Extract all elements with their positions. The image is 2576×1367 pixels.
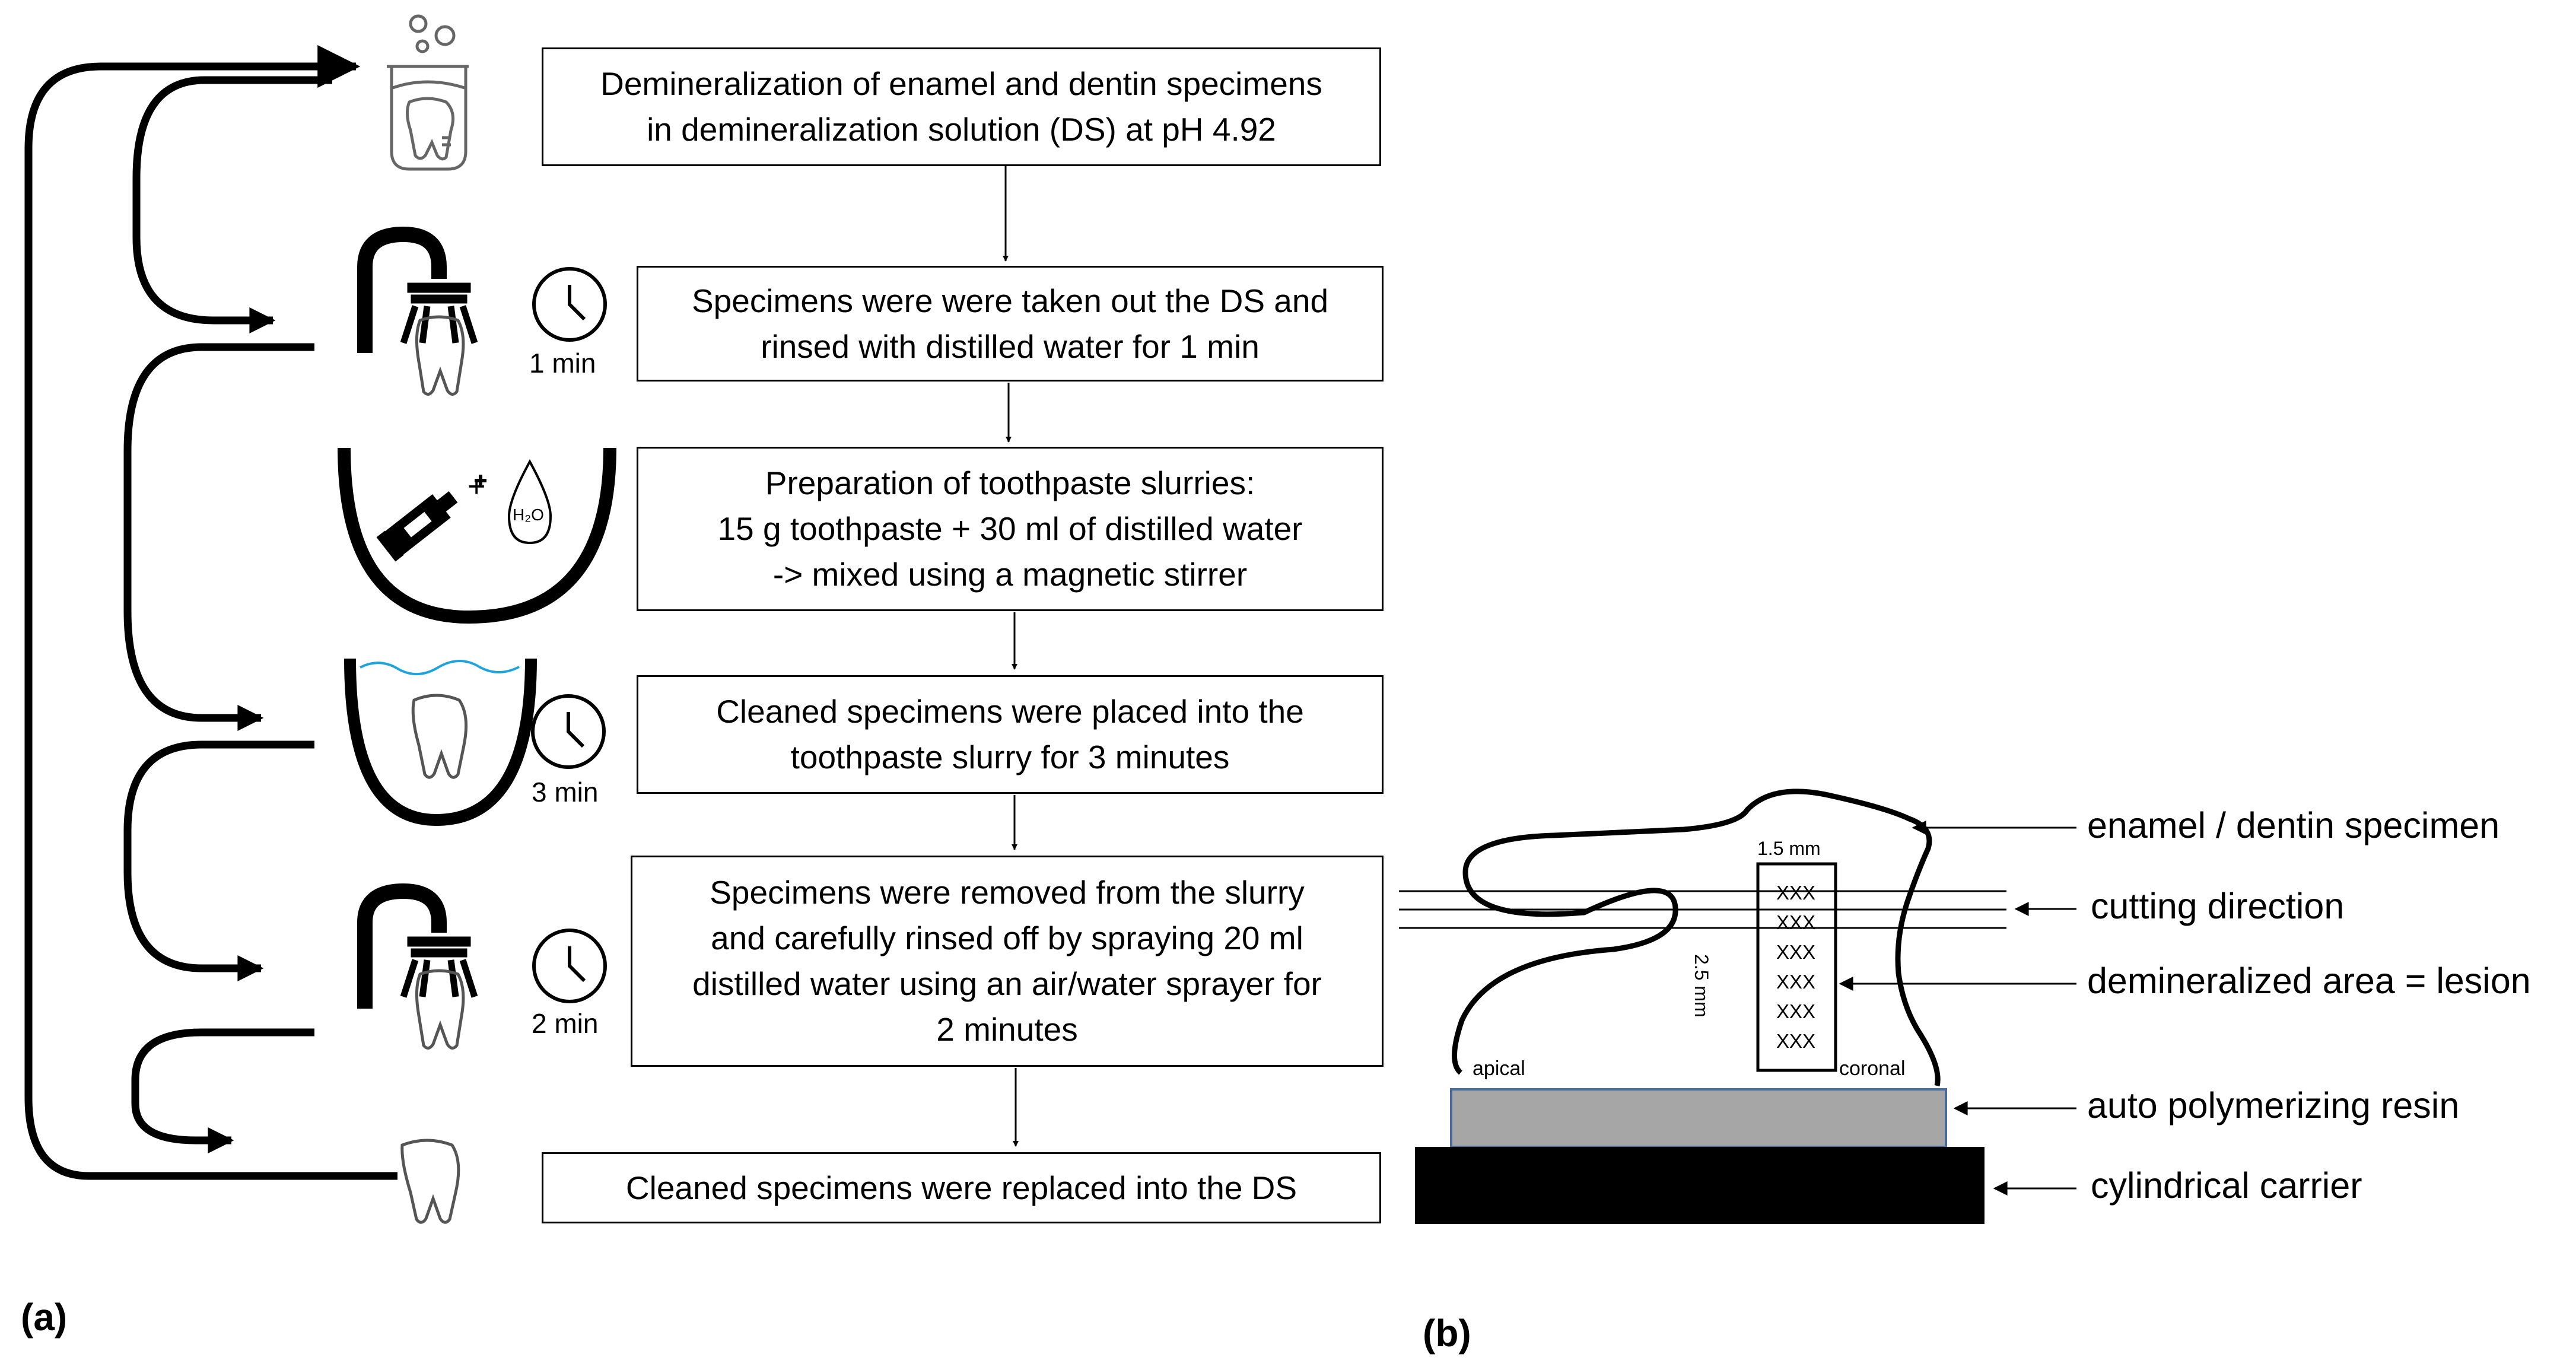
cutting-lines — [1399, 890, 2006, 929]
step-line: Demineralization of enamel and dentin sp… — [600, 65, 1322, 102]
tooth-icon — [400, 1139, 460, 1224]
coronal-label: coronal — [1839, 1057, 1906, 1080]
panel-label-b: (b) — [1423, 1312, 1471, 1355]
resin-block — [1450, 1088, 1947, 1148]
dimension-width-label: 1.5 mm — [1757, 838, 1821, 859]
timer-label: 1 min — [529, 348, 596, 379]
bowl-toothpaste-icon — [338, 447, 616, 624]
lesion-mark: XXX — [1776, 1000, 1816, 1022]
step-line: rinsed with distilled water for 1 min — [761, 328, 1260, 365]
step-line: Cleaned specimens were placed into the — [716, 693, 1304, 730]
timer-label: 2 min — [532, 1008, 599, 1039]
step-box-slurry-preparation: Preparation of toothpaste slurries: 15 g … — [637, 447, 1384, 611]
step-line: Cleaned specimens were replaced into the… — [625, 1169, 1297, 1206]
water-drop-label: H₂O — [513, 506, 544, 524]
shower-tooth-icon — [357, 226, 478, 396]
clock-icon — [532, 267, 607, 342]
lesion-rectangle — [1756, 862, 1837, 1072]
step-line: and carefully rinsed off by spraying 20 … — [711, 920, 1303, 956]
label-cylindrical-carrier: cylindrical carrier — [2091, 1165, 2362, 1206]
lesion-mark: XXX — [1776, 971, 1816, 993]
label-demineralized-area: demineralized area = lesion — [2087, 961, 2531, 1001]
step-connector-arrows — [123, 76, 332, 1153]
bowl-slurry-icon — [344, 658, 537, 826]
specimen-outline — [1452, 789, 1941, 1087]
step-line: -> mixed using a magnetic stirrer — [772, 556, 1248, 593]
lesion-mark: XXX — [1776, 1030, 1816, 1052]
label-auto-polymerizing-resin: auto polymerizing resin — [2087, 1085, 2460, 1126]
flow-arrows — [1003, 166, 1019, 1147]
label-cutting-direction: cutting direction — [2091, 886, 2345, 926]
step-line: Preparation of toothpaste slurries: — [765, 465, 1255, 501]
beaker-tooth-icon — [387, 14, 469, 171]
timer-label: 3 min — [532, 777, 599, 808]
cycle-loop-arrow — [24, 45, 397, 1180]
step-line: in demineralization solution (DS) at pH … — [647, 111, 1276, 148]
step-box-replace-ds: Cleaned specimens were replaced into the… — [542, 1152, 1381, 1223]
step-box-demineralization: Demineralization of enamel and dentin sp… — [542, 47, 1381, 166]
step-line: 15 g toothpaste + 30 ml of distilled wat… — [717, 510, 1303, 547]
panel-label-a: (a) — [21, 1296, 68, 1339]
step-line: 2 minutes — [936, 1011, 1078, 1048]
plus-sign: + — [468, 469, 486, 504]
lesion-mark: XXX — [1776, 911, 1816, 933]
step-line: Specimens were were taken out the DS and — [691, 282, 1329, 319]
step-line: toothpaste slurry for 3 minutes — [790, 739, 1230, 775]
carrier-block — [1415, 1147, 1985, 1224]
step-box-rinse-1min: Specimens were were taken out the DS and… — [637, 266, 1384, 382]
lesion-mark: XXX — [1776, 882, 1816, 904]
apical-label: apical — [1473, 1057, 1525, 1080]
shower-tooth-icon — [357, 883, 478, 1050]
clock-icon — [532, 929, 607, 1003]
lesion-mark: XXX — [1776, 941, 1816, 963]
label-enamel-dentin-specimen: enamel / dentin specimen — [2087, 805, 2500, 845]
step-box-spray-rinse-2min: Specimens were removed from the slurry an… — [631, 856, 1384, 1067]
step-line: distilled water using an air/water spray… — [692, 965, 1322, 1002]
clock-icon — [531, 694, 606, 769]
step-box-slurry-3min: Cleaned specimens were placed into the to… — [637, 675, 1384, 794]
dimension-height-label: 2.5 mm — [1691, 954, 1712, 1018]
step-line: Specimens were removed from the slurry — [710, 874, 1305, 911]
label-arrows — [1839, 821, 2076, 1196]
